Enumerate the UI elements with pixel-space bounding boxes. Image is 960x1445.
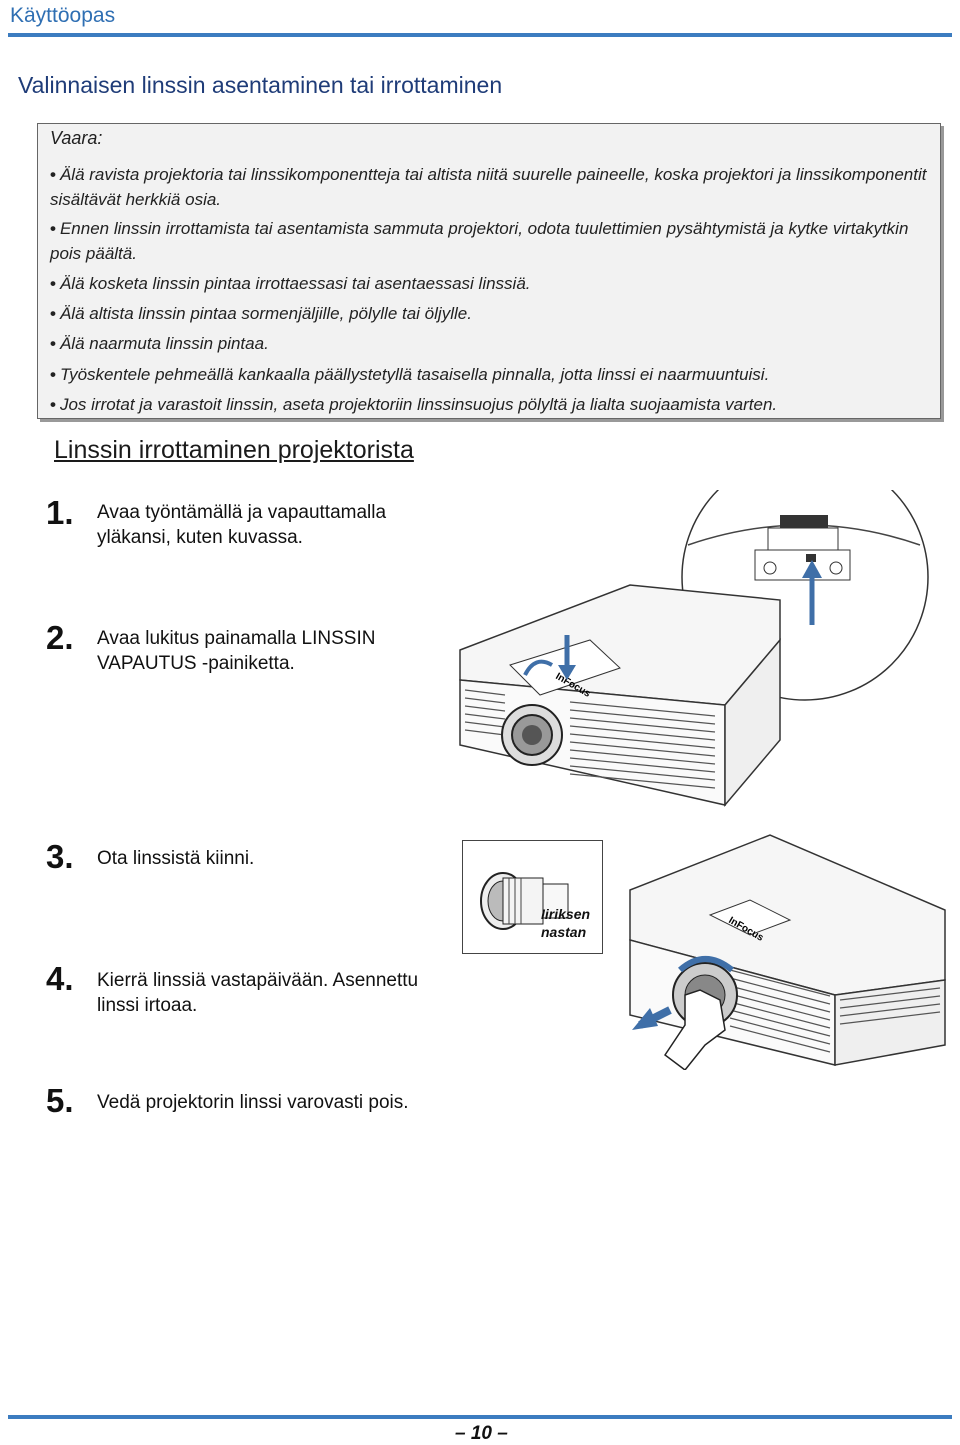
- warning-item: •Jos irrotat ja varastoit linssin, aseta…: [50, 395, 778, 414]
- lens-illustration: [480, 872, 569, 930]
- bullet-icon: •: [50, 365, 56, 384]
- step-text: Avaa työntämällä ja vapauttamalla yläkan…: [97, 502, 387, 548]
- bullet-icon: •: [50, 219, 56, 238]
- warning-item: •Älä ravista projektoria tai linssikompo…: [50, 165, 927, 209]
- warning-item: •Älä altista linssin pintaa sormenjäljil…: [50, 304, 472, 323]
- footer-divider: [8, 1415, 952, 1419]
- section-title: Valinnaisen linssin asentaminen tai irro…: [18, 72, 503, 98]
- step-text: Avaa lukitus painamalla LINSSIN VAPAUTUS…: [97, 628, 376, 674]
- projector-illustration: InFocus: [459, 490, 929, 808]
- bullet-icon: •: [50, 334, 56, 353]
- step-text: Ota linssistä kiinni.: [97, 848, 255, 869]
- step-number: 1.: [46, 494, 74, 531]
- projector-hand-illustration: InFocus: [629, 834, 946, 1070]
- subsection-title: Linssin irrottaminen projektorista: [54, 436, 414, 464]
- document-header-title: Käyttöopas: [10, 4, 116, 27]
- step-text: Vedä projektorin linssi varovasti pois.: [97, 1092, 409, 1113]
- rotate-arrow-icon: [678, 956, 734, 973]
- warning-heading: Vaara:: [50, 128, 103, 148]
- bullet-icon: •: [50, 304, 56, 323]
- warning-item: •Älä naarmuta linssin pintaa.: [50, 334, 269, 353]
- warning-box: Vaara: •Älä ravista projektoria tai lins…: [37, 123, 941, 419]
- rotate-arrow-icon: [523, 659, 554, 676]
- step-text: Kierrä linssiä vastapäivään. Asennettu l…: [97, 970, 419, 1016]
- callout-label: Iiriksen nastan: [541, 906, 591, 940]
- page-number: – 10 –: [455, 1423, 508, 1444]
- step-number: 3.: [46, 838, 74, 875]
- header-divider: [8, 33, 952, 37]
- hand-icon: [663, 989, 726, 1070]
- bullet-icon: •: [50, 395, 56, 414]
- warning-item: •Työskentele pehmeällä kankaalla päällys…: [50, 365, 770, 384]
- warning-item: •Älä kosketa linssin pintaa irrottaessas…: [50, 274, 531, 293]
- warning-item: •Ennen linssin irrottamista tai asentami…: [50, 219, 909, 263]
- bullet-icon: •: [50, 274, 56, 293]
- lens-inset: [462, 840, 603, 954]
- step-number: 4.: [46, 960, 74, 997]
- step-number: 2.: [46, 619, 74, 656]
- bullet-icon: •: [50, 165, 56, 184]
- step-number: 5.: [46, 1082, 74, 1119]
